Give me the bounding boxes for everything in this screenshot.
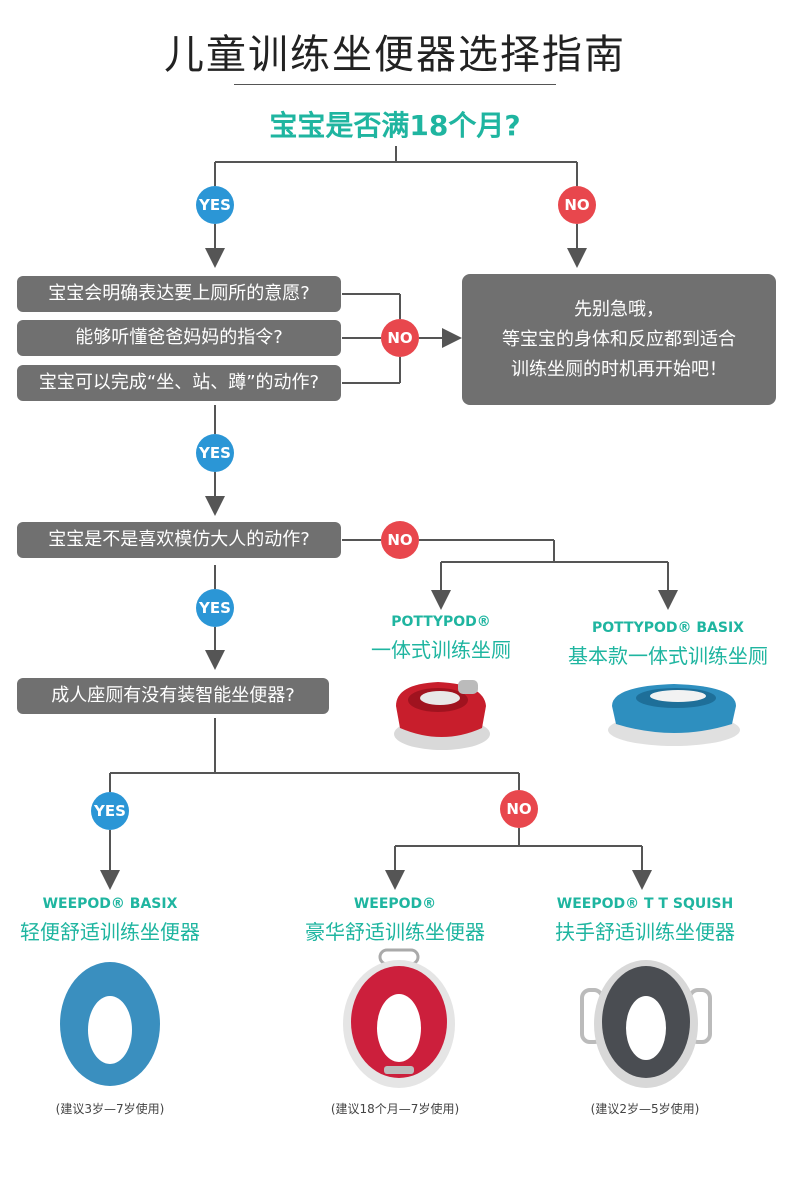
- no-badge-3: NO: [381, 521, 419, 559]
- question-age: 宝宝是否满18个月?: [269, 109, 521, 142]
- product-desc-pottypod: 一体式训练坐厕: [371, 638, 511, 662]
- weepod-tt-image: [580, 960, 712, 1088]
- title-divider: [234, 84, 556, 85]
- question-imitate-adults: 宝宝是不是喜欢模仿大人的动作?: [17, 522, 341, 558]
- yes-badge-2: YES: [196, 434, 234, 472]
- age-weepod-tt: (建议2岁—5岁使用): [590, 1102, 700, 1116]
- pottypod-image: [394, 680, 490, 750]
- wait-message-line-1: 先别急哦，: [574, 298, 664, 320]
- pottypod-basix-image: [608, 684, 740, 746]
- product-desc-weepod-basix: 轻便舒适训练坐便器: [20, 920, 200, 944]
- page-title: 儿童训练坐便器选择指南: [164, 32, 626, 78]
- product-name-weepod-tt: WEEPOD® T T SQUISH: [556, 896, 734, 912]
- age-weepod: (建议18个月—7岁使用): [330, 1102, 460, 1116]
- product-name-weepod: WEEPOD®: [353, 896, 437, 912]
- product-desc-weepod: 豪华舒适训练坐便器: [305, 920, 485, 944]
- question-express-need: 宝宝会明确表达要上厕所的意愿?: [17, 276, 341, 312]
- product-name-pottypod-basix: POTTYPOD® BASIX: [592, 620, 744, 636]
- no-badge-1: NO: [558, 186, 596, 224]
- no-badge-2: NO: [381, 319, 419, 357]
- no-badge-4: NO: [500, 790, 538, 828]
- yes-badge-4: YES: [91, 792, 129, 830]
- question-understand-instructions: 能够听懂爸爸妈妈的指令?: [17, 320, 341, 356]
- yes-badge-3: YES: [196, 589, 234, 627]
- wait-message-box: 先别急哦， 等宝宝的身体和反应都到适合 训练坐厕的时机再开始吧！: [462, 274, 776, 405]
- wait-message-line-2: 等宝宝的身体和反应都到适合: [502, 328, 736, 350]
- question-sit-stand-squat: 宝宝可以完成“坐、站、蹲”的动作?: [17, 365, 341, 401]
- product-name-pottypod: POTTYPOD®: [391, 614, 491, 630]
- weepod-image: [343, 948, 455, 1088]
- product-name-weepod-basix: WEEPOD® BASIX: [42, 896, 178, 912]
- product-desc-pottypod-basix: 基本款一体式训练坐厕: [568, 644, 768, 668]
- weepod-basix-image: [60, 962, 160, 1086]
- wait-message-line-3: 训练坐厕的时机再开始吧！: [511, 358, 727, 380]
- question-smart-toilet: 成人座厕有没有装智能坐便器?: [17, 678, 329, 714]
- product-desc-weepod-tt: 扶手舒适训练坐便器: [555, 920, 735, 944]
- yes-badge-1: YES: [196, 186, 234, 224]
- age-weepod-basix: (建议3岁—7岁使用): [55, 1102, 165, 1116]
